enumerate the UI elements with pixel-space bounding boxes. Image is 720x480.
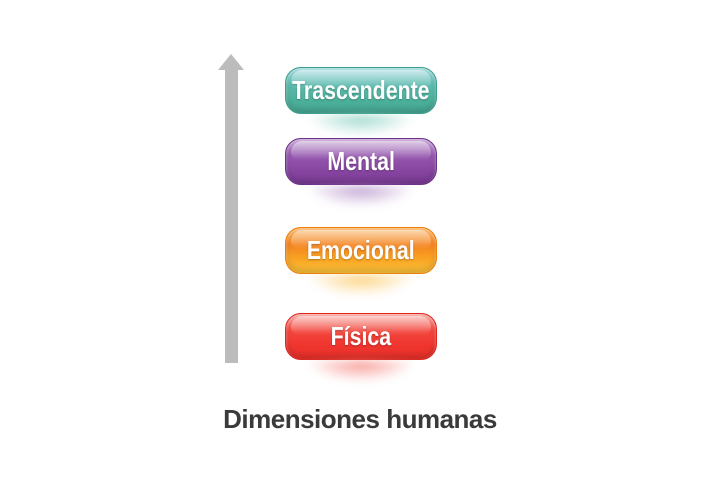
level-label-trascendente: Trascendente [292,75,430,105]
level-label-mental: Mental [327,146,395,176]
level-pill-emocional: Emocional [285,227,437,274]
level-pill-trascendente: Trascendente [285,67,437,114]
arrow-shaft [225,68,238,363]
level-label-emocional: Emocional [307,235,415,265]
level-pill-mental: Mental [285,138,437,185]
level-pill-fisica: Física [285,313,437,360]
level-label-fisica: Física [330,321,392,351]
arrow-head [218,54,244,70]
diagram-title: Dimensiones humanas [223,404,497,434]
